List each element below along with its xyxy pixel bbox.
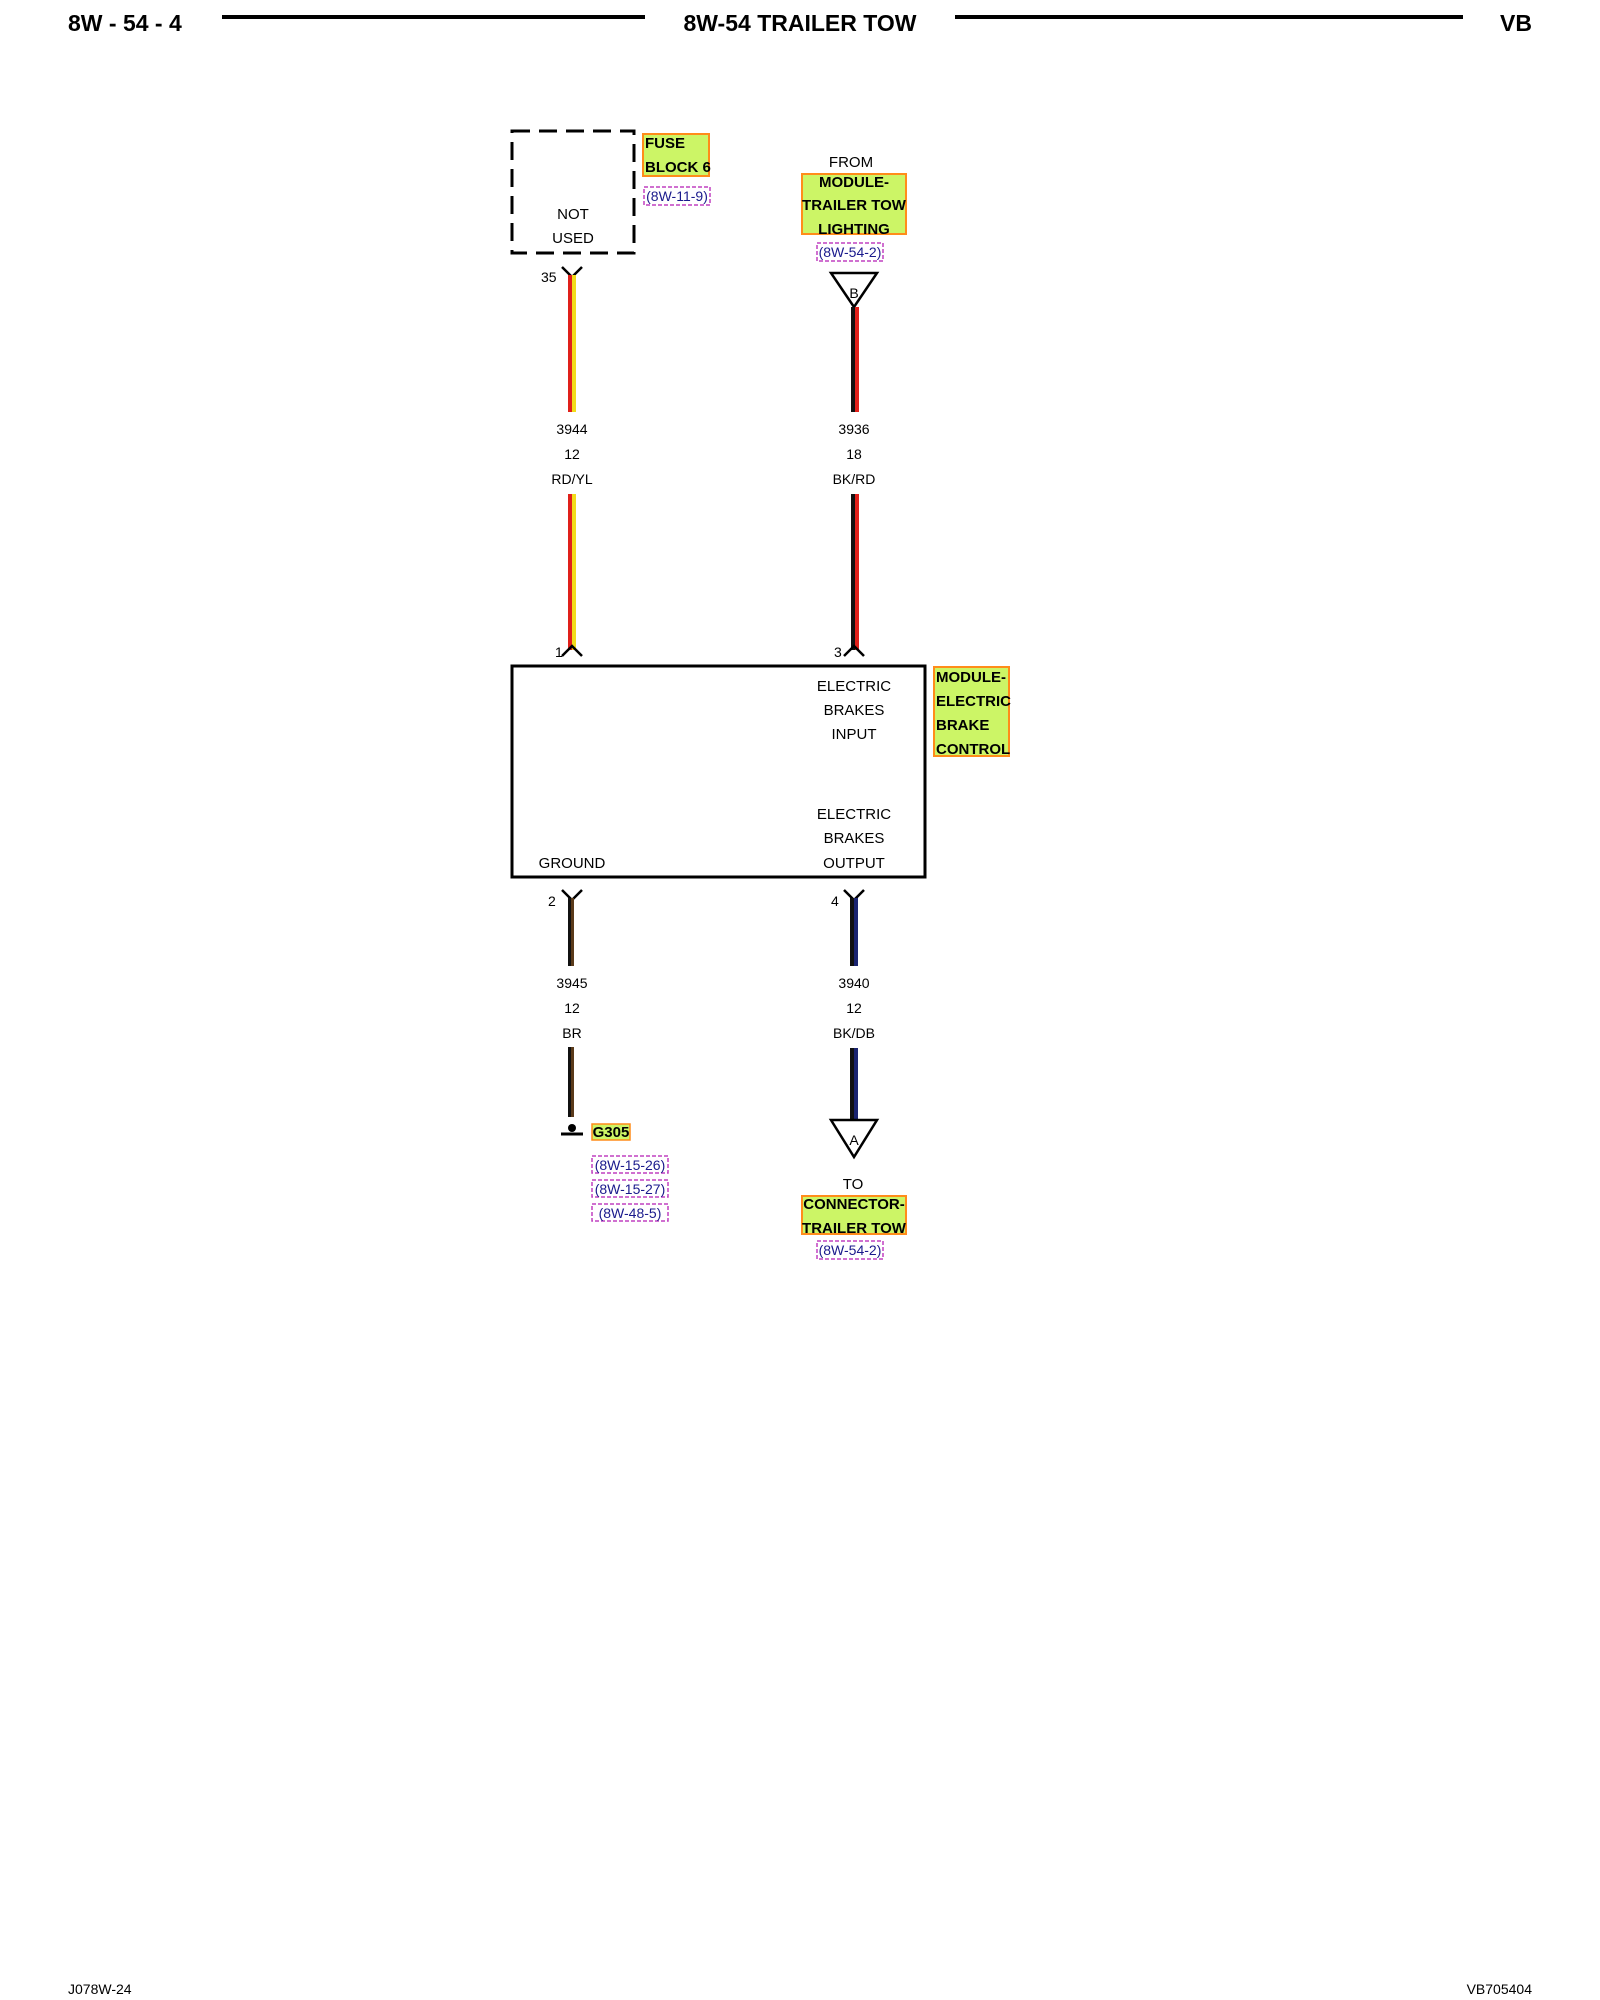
- module-pin-2: 2: [548, 893, 556, 909]
- ground-name-highlight: [591, 1123, 631, 1141]
- ground-ref-text-1[interactable]: (8W-15-26): [595, 1157, 666, 1173]
- fuse-status-line-1: NOT: [557, 206, 589, 223]
- electric-brake-module: 1 3 ELECTRIC BRAKES INPUT ELECTRIC BRAKE…: [510, 644, 1011, 909]
- trailer-connector-highlight: [801, 1195, 907, 1235]
- lighting-module-highlight: [801, 173, 907, 235]
- fuse-block-outline: [510, 129, 636, 255]
- fuse-ref-link[interactable]: [643, 186, 711, 206]
- wire-3940: 3940 12 BK/DB: [833, 889, 875, 1120]
- wire-3944-circuit: 3944: [556, 421, 587, 437]
- wire-3944-color: RD/YL: [551, 471, 592, 487]
- fuse-block: NOT USED FUSE BLOCK 6 (8W-11-9) 35: [510, 129, 711, 285]
- wire-3936-lower-black: [851, 494, 855, 650]
- ground-pin-label: GROUND: [539, 855, 606, 872]
- output-label-line-2: BRAKES: [824, 830, 885, 847]
- fuse-block-name-line-1: FUSE: [645, 135, 685, 152]
- to-connector-trailer-tow: A TO CONNECTOR- TRAILER TOW (8W-54-2): [801, 1118, 907, 1260]
- page-code: 8W - 54 - 4: [68, 10, 182, 36]
- model-code: VB: [1500, 10, 1532, 36]
- trailer-connector-name-line-2: TRAILER TOW: [802, 1220, 907, 1237]
- page-header: 8W - 54 - 4 8W-54 TRAILER TOW VB: [68, 10, 1532, 36]
- brake-module-name-line-4: CONTROL: [936, 741, 1010, 758]
- wire-3936-lower-red: [855, 494, 859, 650]
- wire-3936-bottom-terminal: [843, 644, 865, 657]
- wire-3944: 3944 12 RD/YL: [551, 266, 593, 657]
- output-label-line-3: OUTPUT: [823, 855, 885, 872]
- ground-ref-text-3[interactable]: (8W-48-5): [599, 1205, 662, 1221]
- footer-right-code: VB705404: [1467, 1981, 1533, 1997]
- trailer-connector-name-line-1: CONNECTOR-: [803, 1196, 904, 1213]
- wire-3936-upper-red: [855, 307, 859, 412]
- module-pin-3: 3: [834, 644, 842, 660]
- wire-3940-lower-black: [850, 1048, 854, 1120]
- fuse-status-line-2: USED: [552, 230, 594, 247]
- brake-module-name-line-2: ELECTRIC: [936, 693, 1011, 710]
- brake-module-name-line-1: MODULE-: [936, 669, 1006, 686]
- wire-3945-upper-brown-edge: [568, 898, 573, 966]
- fuse-pin-35: 35: [541, 269, 557, 285]
- wire-3945-color: BR: [562, 1025, 581, 1041]
- output-label-line-1: ELECTRIC: [817, 806, 891, 823]
- wire-3945: 3945 12 BR: [556, 889, 588, 1117]
- module-pin-1: 1: [555, 644, 563, 660]
- module-pin-4: 4: [831, 893, 839, 909]
- brake-module-box: [510, 664, 927, 879]
- wire-3940-upper-black: [850, 898, 854, 966]
- wire-3945-gauge: 12: [564, 1000, 580, 1016]
- ground-name: G305: [593, 1124, 630, 1141]
- wire-3945-upper-brown: [571, 898, 574, 966]
- wire-3936-color: BK/RD: [833, 471, 876, 487]
- connector-a-label: A: [849, 1132, 859, 1148]
- trailer-connector-ref-link[interactable]: [816, 1240, 884, 1260]
- ground-ref-link-3[interactable]: [591, 1203, 669, 1222]
- lighting-ref-text[interactable]: (8W-54-2): [819, 244, 882, 260]
- fuse-ref-text[interactable]: (8W-11-9): [646, 188, 708, 204]
- lighting-ref-link[interactable]: [816, 242, 884, 262]
- wire-3940-color: BK/DB: [833, 1025, 875, 1041]
- wire-3944-bottom-terminal: [561, 644, 583, 657]
- ground-ref-link-2[interactable]: [591, 1179, 669, 1198]
- ground-ref-link-1[interactable]: [591, 1155, 669, 1174]
- trailer-connector-ref-text[interactable]: (8W-54-2): [819, 1242, 882, 1258]
- wire-3940-gauge: 12: [846, 1000, 862, 1016]
- wire-3936-circuit: 3936: [838, 421, 869, 437]
- page-footer: J078W-24 VB705404: [68, 1981, 1532, 1997]
- ground-ref-text-2[interactable]: (8W-15-27): [595, 1181, 666, 1197]
- wire-3940-lower-blue: [854, 1048, 858, 1120]
- wire-3944-lower-yellow: [572, 494, 576, 650]
- input-label-line-1: ELECTRIC: [817, 678, 891, 695]
- brake-module-name-line-3: BRAKE: [936, 717, 989, 734]
- wire-3936: 3936 18 BK/RD: [833, 307, 876, 657]
- ground-splice-dot: [568, 1124, 576, 1132]
- wire-3936-gauge: 18: [846, 446, 862, 462]
- page-title: 8W-54 TRAILER TOW: [684, 10, 917, 36]
- connector-a-triangle: [828, 1118, 880, 1160]
- brake-module-name-highlight: [933, 666, 1010, 757]
- lighting-module-name-line-3: LIGHTING: [818, 221, 890, 238]
- connector-b-label: B: [849, 285, 858, 301]
- footer-left-code: J078W-24: [68, 1981, 132, 1997]
- wire-3940-upper-blue: [854, 898, 858, 966]
- from-trailer-tow-lighting: FROM MODULE- TRAILER TOW LIGHTING (8W-54…: [801, 154, 907, 310]
- to-label: TO: [843, 1176, 864, 1193]
- wire-3945-circuit: 3945: [556, 975, 587, 991]
- wire-3944-gauge: 12: [564, 446, 580, 462]
- input-label-line-3: INPUT: [832, 726, 877, 743]
- wire-3944-lower-red: [568, 494, 572, 650]
- fuse-block-name-highlight: [642, 133, 710, 177]
- ground-g305: G305 (8W-15-26) (8W-15-27) (8W-48-5): [561, 1123, 669, 1222]
- wire-3940-circuit: 3940: [838, 975, 869, 991]
- connector-b-triangle: [828, 271, 880, 310]
- wire-3945-lower-brown: [571, 1047, 574, 1117]
- lighting-module-name-line-1: MODULE-: [819, 174, 889, 191]
- wire-3945-lower-brown-edge: [568, 1047, 573, 1117]
- wire-3944-upper-yellow: [572, 275, 576, 412]
- fuse-block-name-line-2: BLOCK 6: [645, 159, 711, 176]
- wire-3936-upper-black: [851, 307, 855, 412]
- lighting-module-name-line-2: TRAILER TOW: [802, 197, 907, 214]
- from-label: FROM: [829, 154, 873, 171]
- input-label-line-2: BRAKES: [824, 702, 885, 719]
- wire-3944-upper-red: [568, 275, 572, 412]
